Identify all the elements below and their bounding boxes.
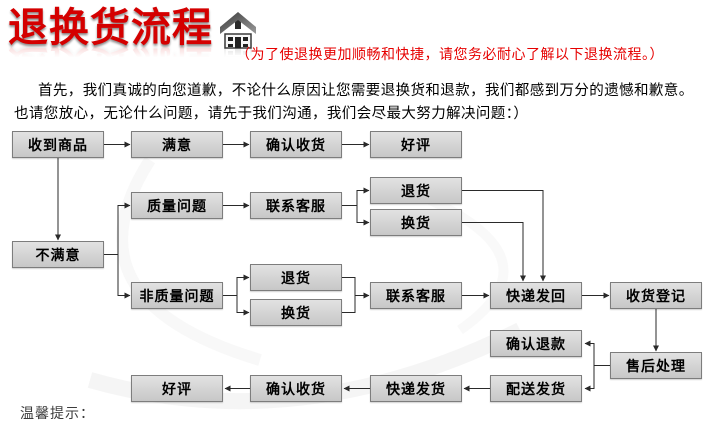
flow-edge-return-a-to-sendback [462,190,546,282]
flow-node-contact-service-2: 联系客服 [370,282,462,309]
flow-node-good-review-bottom: 好评 [131,375,223,402]
flow-edge-unsatisfied-to-nonquality [117,254,131,299]
flow-node-received-goods: 收到商品 [12,131,104,158]
flow-edge-service1-to-return-a [342,187,370,206]
flow-edge-unsatisfied-to-quality [104,202,131,255]
flow-edge-exchange-a-to-sendback [462,222,526,282]
page-title: 退换货流程 [8,6,213,50]
flow-node-unsatisfied: 不满意 [12,241,104,268]
flow-node-express-send-back: 快递发回 [490,282,582,309]
flow-node-non-quality-issue: 非质量问题 [131,282,223,309]
flow-node-satisfied: 满意 [131,131,223,158]
flow-node-dispatch-ship: 配送发货 [490,375,582,402]
flow-node-exchange-goods-b: 换货 [250,299,342,326]
warm-tip-label: 温馨提示： [20,405,95,421]
house-up-arrow-icon [220,12,256,49]
flow-edge-service1-to-exchange-a [356,205,370,226]
flow-node-return-goods-a: 退货 [370,177,462,204]
flow-edge-nonquality-to-exchange-b [236,295,250,316]
flow-edge-aftersales-to-refund [584,340,610,366]
flow-node-confirm-receipt-bottom: 确认收货 [250,375,342,402]
flow-edge-nonquality-to-return-b [223,274,250,296]
flow-edge-exchange-b-to-junction [342,295,356,313]
page-subtitle: （为了使退换更加顺畅和快捷，请您务必耐心了解以下退换流程。） [236,46,664,62]
flow-node-confirm-refund: 确认退款 [490,330,582,357]
flow-edge-return-b-to-service2 [342,277,370,299]
header: 退换货流程 [8,4,259,54]
flow-node-return-goods-b: 退货 [250,264,342,291]
flow-node-exchange-goods-a: 换货 [370,209,462,236]
flow-node-confirm-receipt-top: 确认收货 [250,131,342,158]
flow-node-after-sales-handle: 售后处理 [610,352,702,379]
flow-node-receipt-register: 收货登记 [610,282,702,309]
flow-node-contact-service-1: 联系客服 [250,192,342,219]
flow-node-good-review-top: 好评 [370,131,462,158]
intro-paragraph: 首先，我们真诚的向您道歉，不论什么原因让您需要退换货和退款，我们都感到万分的遗憾… [14,83,694,122]
flow-node-quality-issue: 质量问题 [131,192,223,219]
flow-node-express-ship: 快递发货 [370,375,462,402]
flow-edge-aftersales-to-dispatch [584,365,595,392]
